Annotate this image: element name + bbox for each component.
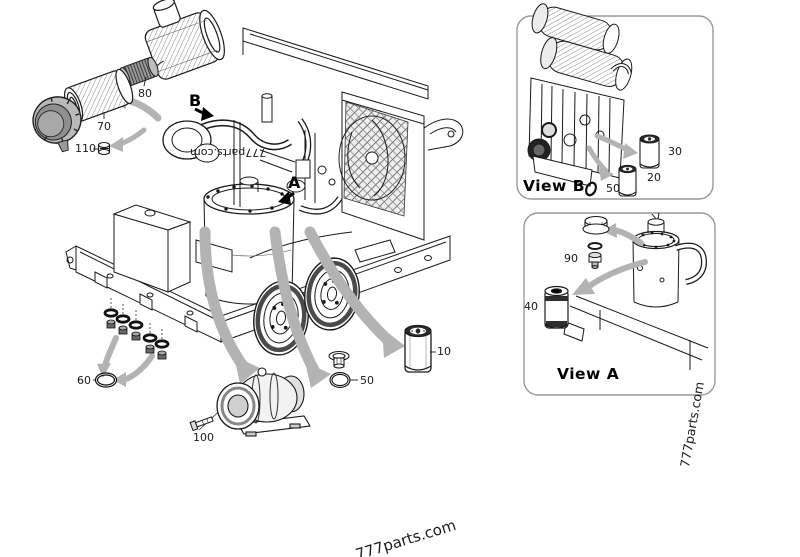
view-b-title: View B: [523, 177, 586, 195]
view-a-inset: [523, 212, 716, 396]
fastener-set: [103, 298, 170, 360]
filter-cartridge-30: [639, 134, 660, 169]
callout-70-label: 70: [97, 120, 111, 133]
callout-80-label: 80: [138, 87, 152, 100]
pump-assembly: [216, 367, 311, 437]
air-cleaner-end-cap: [32, 96, 82, 153]
callout-10-label: 10: [437, 345, 451, 358]
callout-40-label: 40: [524, 300, 538, 313]
engine-illustration: [527, 3, 633, 187]
drain-plug-50: [328, 350, 350, 369]
callout-20-label: 20: [647, 171, 661, 184]
callout-50-drain-label: 50: [360, 374, 374, 387]
o-ring-50-view-b: [584, 181, 598, 197]
gray-arrows-view-b: [586, 133, 638, 181]
plug-90: [588, 251, 602, 269]
detail-marker-arrows: [194, 107, 295, 205]
o-ring-50-drain: [329, 372, 351, 388]
bolt-100: [189, 403, 228, 432]
watermark-center: 777parts.com: [190, 146, 267, 159]
callout-60-label: 60: [77, 374, 91, 387]
flow-arrows: [97, 92, 405, 388]
callout-50-view-b-label: 50: [606, 182, 620, 195]
callout-100-label: 100: [193, 431, 214, 444]
callout-110-label: 110: [75, 142, 96, 155]
air-cleaner-housing: [144, 0, 225, 80]
callout-90-label: 90: [564, 252, 578, 265]
detail-marker-b: B: [189, 91, 202, 110]
callout-30-label: 30: [668, 145, 682, 158]
detail-marker-a: A: [288, 173, 301, 192]
filter-cartridge-10: [404, 324, 432, 373]
cap-and-oring-stack: [582, 215, 610, 250]
o-ring-60: [94, 372, 118, 388]
view-a-title: View A: [557, 365, 620, 383]
gray-arrows-view-a: [572, 223, 648, 295]
grommet-110: [97, 141, 111, 156]
filter-cartridge-20: [618, 164, 637, 197]
view-b-inset: [516, 3, 714, 200]
filter-cartridge-40: [544, 285, 569, 329]
